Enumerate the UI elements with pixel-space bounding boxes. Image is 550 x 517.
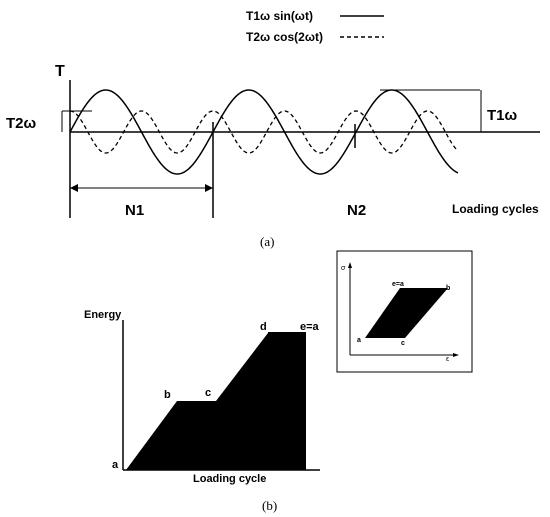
energy-area [126,333,306,470]
inset-x-label: ε [446,356,449,363]
sine-curve-t1w [69,89,459,175]
panel-b: Energy Loading cycle a b c d e=a σ ε a b… [84,250,473,513]
hysteresis-loop [365,288,448,338]
point-a-label: a [112,459,119,471]
energy-y-label: Energy [84,309,122,321]
inset-point-e-label: e=a [392,281,404,288]
n2-label: N2 [347,202,366,219]
n1-arrow-right [205,184,213,192]
n1-arrow-left [70,184,78,192]
inset-y-arrow [348,262,352,268]
inset-point-a-label: a [357,337,361,344]
energy-x-label: Loading cycle [193,473,266,485]
caption-b: (b) [262,498,277,513]
x-axis-label: Loading cycles [452,202,539,216]
inset-point-b-label: b [446,285,450,292]
legend-entry-2-text: T2ω cos(2ωt) [246,30,323,44]
t2w-label: T2ω [6,115,37,132]
point-c-label: c [205,387,211,399]
legend-entry-1-text: T1ω sin(ωt) [246,9,313,23]
panel-a: T1ω sin(ωt) T2ω cos(2ωt) T T2ω T1ω N1 N2… [6,9,540,249]
t1w-label: T1ω [487,107,518,124]
n1-label: N1 [125,202,144,219]
point-e-label: e=a [300,321,320,333]
inset-x-arrow [453,353,459,357]
inset-point-c-label: c [401,340,405,347]
caption-a: (a) [260,234,274,249]
point-b-label: b [164,389,171,401]
point-d-label: d [260,321,267,333]
inset-y-label: σ [341,265,346,272]
cosine-curve-t2w [69,110,459,154]
y-axis-label: T [55,63,65,80]
